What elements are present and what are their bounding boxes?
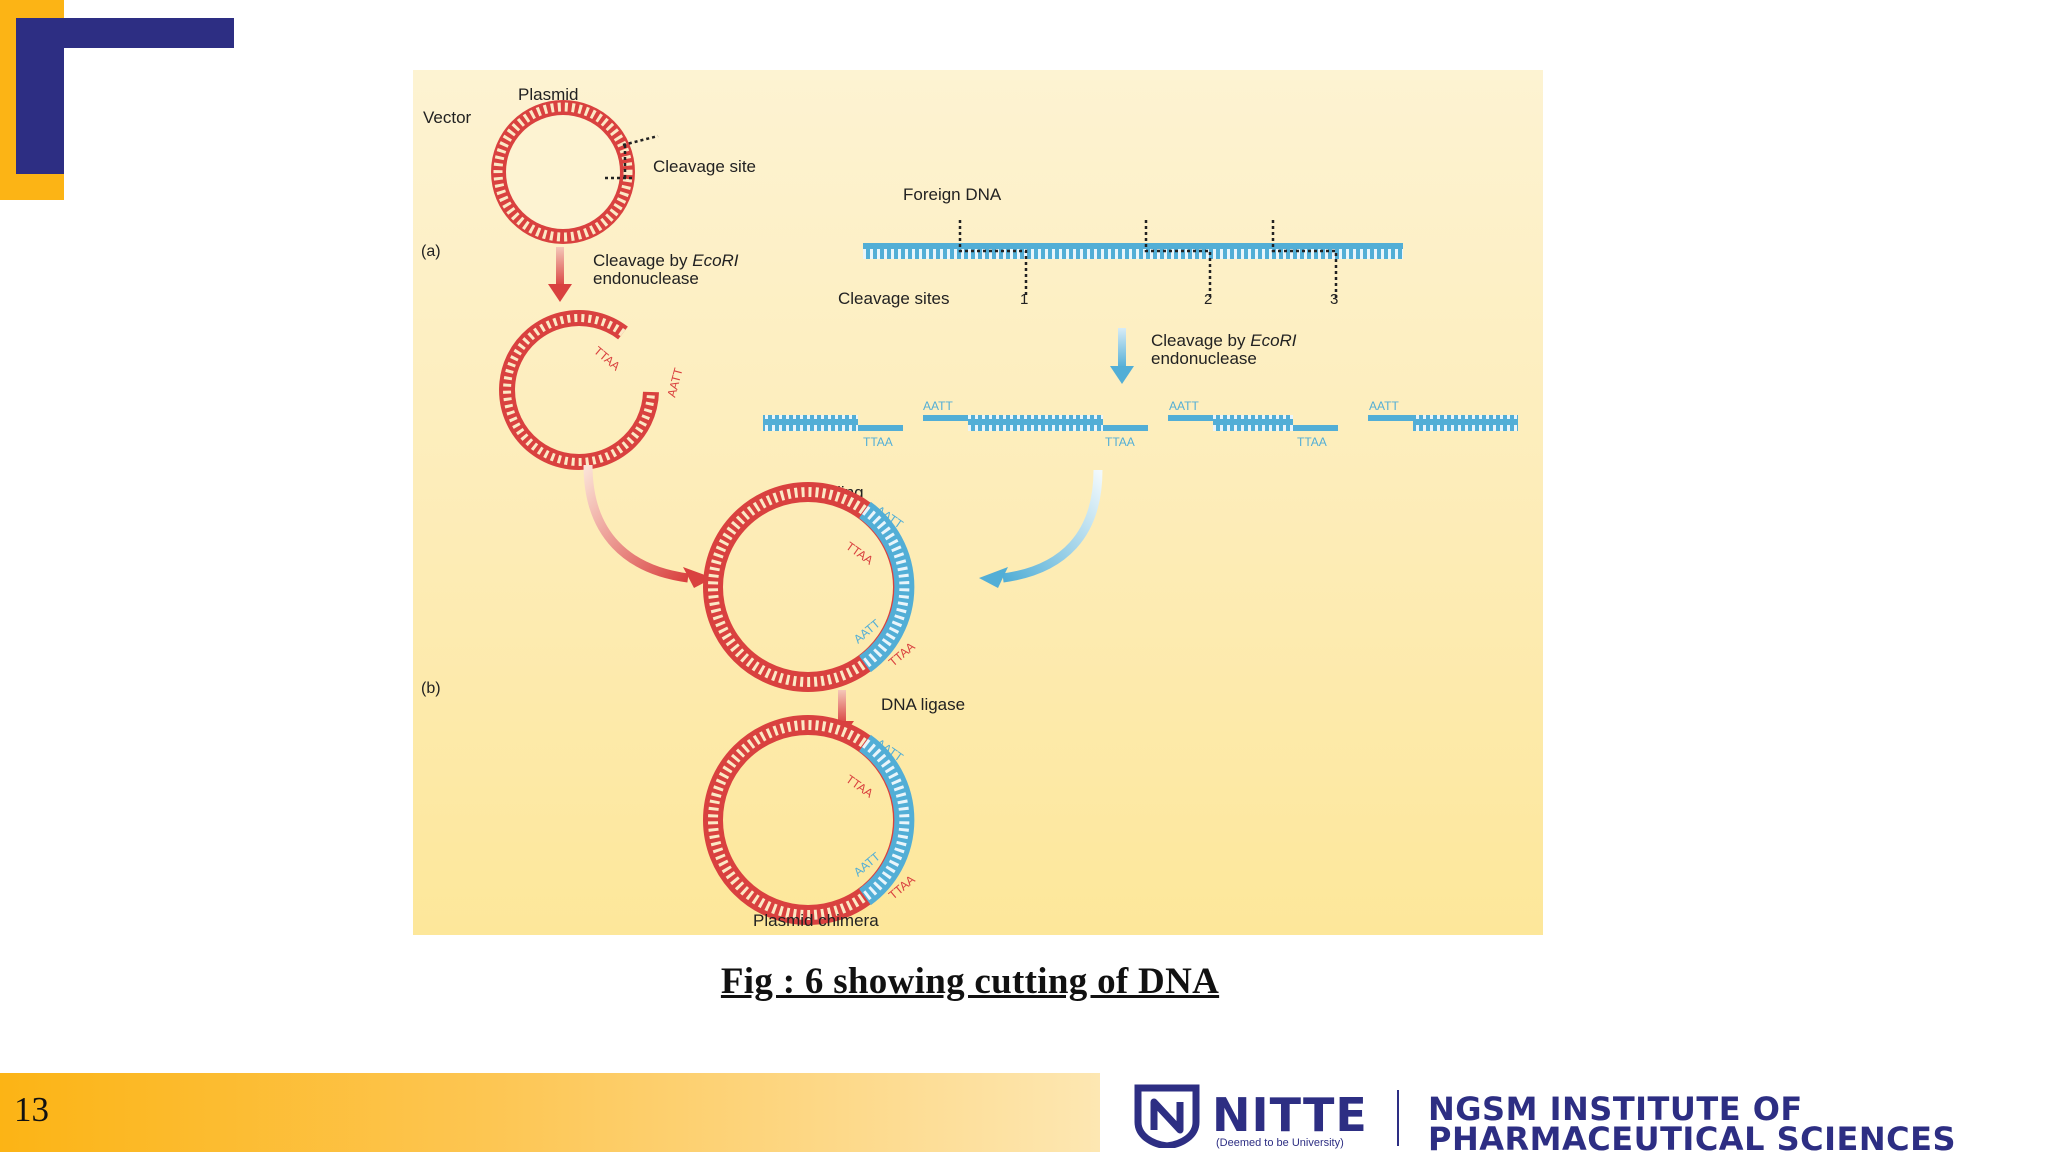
cleavage-site-1-label: 1 [1020, 291, 1028, 308]
institute-name-line1: NGSM INSTITUTE OF [1428, 1090, 1803, 1128]
cleavage-site-label: Cleavage site [653, 157, 756, 176]
plasmid-ring [491, 100, 635, 244]
dna-cutting-figure: Plasmid Vector Cleavage site (a) Cleavag… [413, 70, 1543, 935]
cleavage-by-ecori-label-a: Cleavage by EcoRI [593, 251, 739, 270]
cleavage-sites-label: Cleavage sites [838, 289, 950, 308]
fragment-3-ttaa: TTAA [1297, 435, 1327, 449]
nitte-wordmark: NITTE [1212, 1088, 1368, 1142]
endonuclease-label-b: endonuclease [1151, 349, 1257, 368]
cleavage-site-marker [622, 134, 659, 147]
plasmid-label: Plasmid [518, 85, 578, 104]
fragment-1-ttaa: TTAA [863, 435, 893, 449]
figure-caption: Fig : 6 showing cutting of DNA [720, 961, 1220, 1002]
footer-bar [0, 1073, 1100, 1152]
dna-fragment-3 [1168, 415, 1338, 431]
sticky-end-aatt-cut: AATT [664, 366, 685, 399]
logo-separator [1397, 1090, 1399, 1146]
panel-a-label: (a) [421, 243, 441, 260]
plasmid-chimera-label: Plasmid chimera [753, 911, 879, 930]
foreign-dna-label: Foreign DNA [903, 185, 1002, 204]
foreign-dna-strand [863, 243, 1403, 259]
blue-arrow-down [1118, 328, 1126, 368]
nitte-logo-icon [1134, 1084, 1200, 1148]
blue-curved-arrow [1002, 469, 1103, 583]
annealed-ttaa-top: TTAA [843, 539, 875, 568]
vector-label: Vector [423, 108, 472, 127]
endonuclease-label-a: endonuclease [593, 269, 699, 288]
corner-accent-blue-horizontal [16, 18, 234, 48]
panel-b-label: (b) [421, 680, 441, 697]
blue-curved-arrow-head [979, 567, 1008, 588]
red-curved-arrow-head [683, 567, 713, 588]
red-arrow-down-1 [556, 247, 564, 287]
cleavage-site-3-label: 3 [1330, 291, 1338, 308]
blue-arrow-head [1110, 366, 1134, 384]
annealed-plasmid [703, 482, 915, 692]
cut-plasmid [499, 310, 659, 471]
red-arrow-down-2 [838, 690, 846, 724]
red-curved-arrow [583, 464, 689, 583]
dna-cutting-diagram: Plasmid Vector Cleavage site (a) Cleavag… [421, 85, 1518, 930]
chimera-ttaa-top: TTAA [843, 772, 875, 801]
slide-number: 13 [14, 1090, 49, 1129]
institution-logo: NITTE (Deemed to be University) NGSM INS… [1130, 1078, 2030, 1158]
dna-fragment-4 [1368, 415, 1518, 431]
red-arrow-head-1 [548, 284, 572, 302]
dna-fragment-2 [923, 415, 1148, 431]
fragment-2-ttaa: TTAA [1105, 435, 1135, 449]
foreign-cleavage-markers [958, 220, 1338, 298]
plasmid-chimera [703, 715, 915, 925]
sticky-end-ttaa-cut: TTAA [591, 344, 623, 374]
fragment-3-aatt: AATT [1169, 399, 1199, 413]
cleavage-by-ecori-label-b: Cleavage by EcoRI [1151, 331, 1297, 350]
institute-name-line2: PHARMACEUTICAL SCIENCES [1428, 1120, 1957, 1158]
dna-fragment-1 [763, 415, 903, 431]
nitte-subtitle: (Deemed to be University) [1216, 1137, 1344, 1149]
fragment-4-aatt: AATT [1369, 399, 1399, 413]
fragment-2-aatt: AATT [923, 399, 953, 413]
cleavage-site-2-label: 2 [1204, 291, 1212, 308]
dna-ligase-label: DNA ligase [881, 695, 965, 714]
